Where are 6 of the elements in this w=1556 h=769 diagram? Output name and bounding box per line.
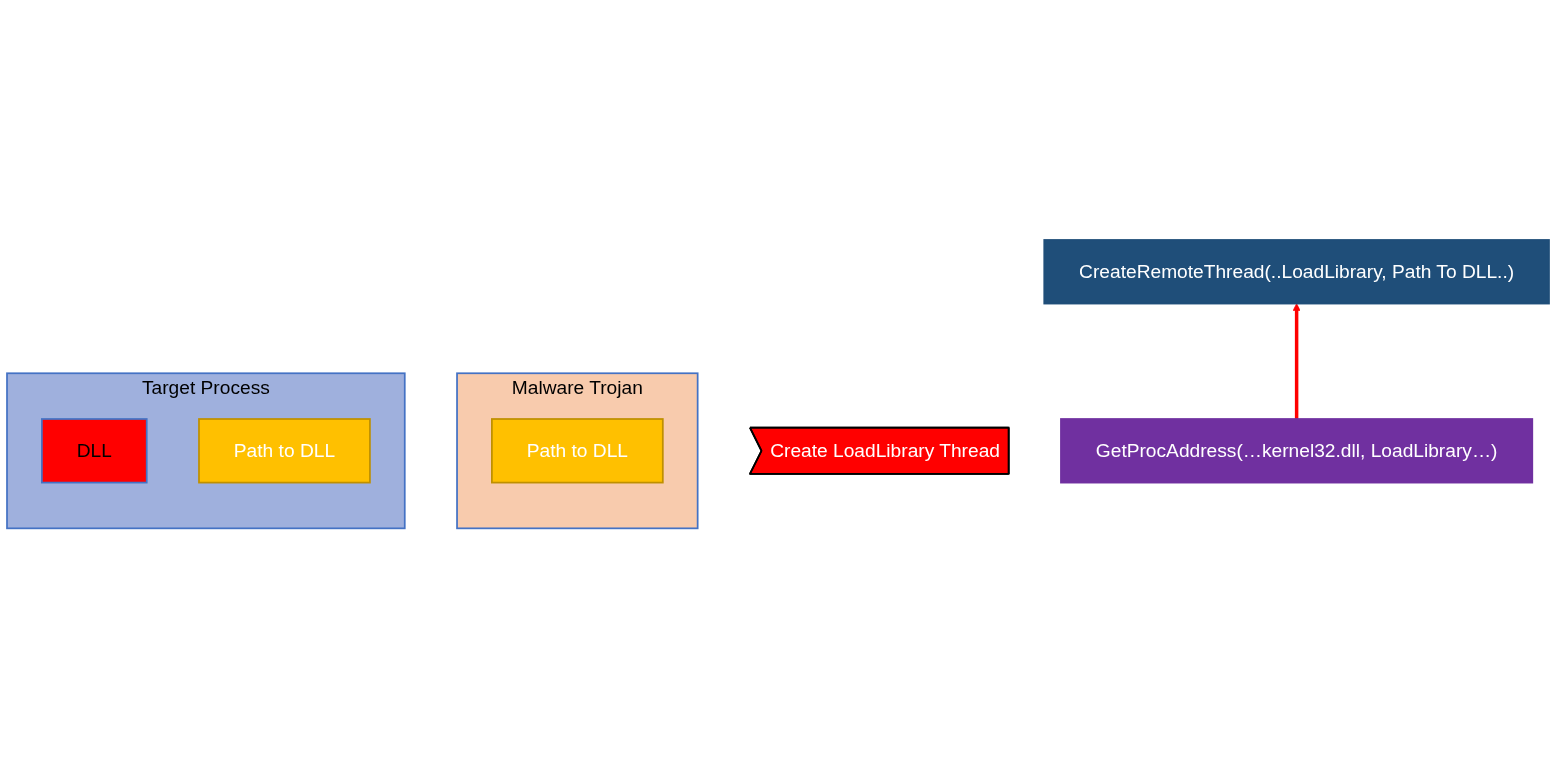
node-box: Path to DLL [491,418,664,484]
node-box: Path to DLL [198,418,371,484]
node-box: GetProcAddress(…kernel32.dll, LoadLibrary…) [1060,418,1534,484]
node-box: CreateRemoteThread(..LoadLibrary, Path To DLL..) [1043,239,1550,305]
arrow [1292,303,1301,420]
node-box: DLL [41,418,148,484]
